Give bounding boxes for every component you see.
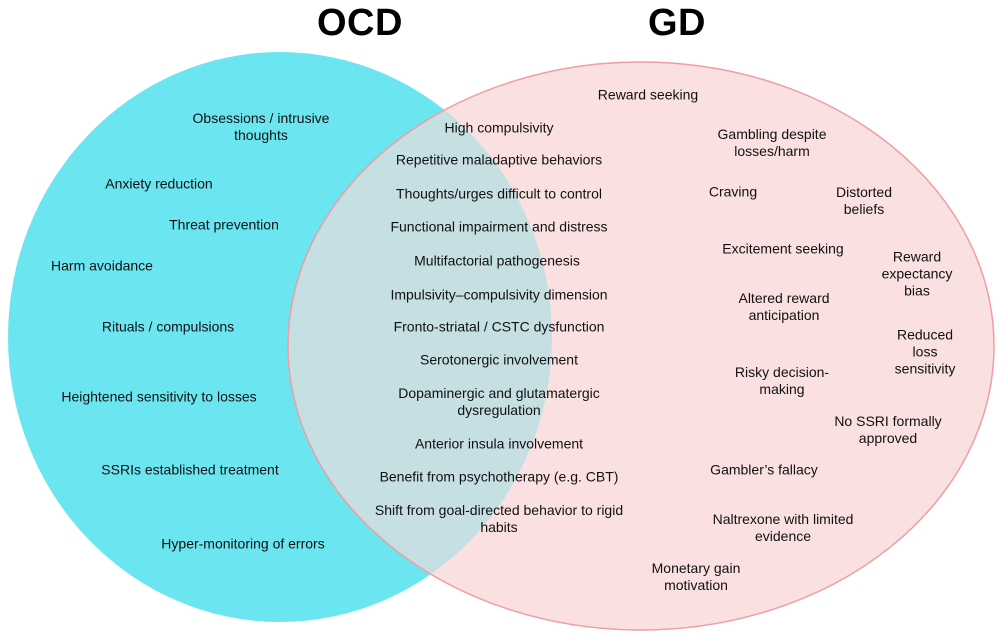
gd-label: Reduced loss sensitivity bbox=[894, 326, 956, 377]
gd-circle-outline bbox=[287, 61, 995, 631]
shared-label: Shift from goal-directed behavior to rig… bbox=[374, 502, 624, 535]
ocd-label: Threat prevention bbox=[169, 216, 279, 233]
ocd-title: OCD bbox=[317, 2, 403, 44]
shared-label: Thoughts/urges difficult to control bbox=[396, 185, 602, 202]
gd-title: GD bbox=[648, 2, 706, 44]
shared-label: High compulsivity bbox=[444, 119, 554, 136]
shared-label: Repetitive maladaptive behaviors bbox=[395, 151, 603, 168]
ocd-label: Rituals / compulsions bbox=[101, 318, 235, 335]
shared-label: Dopaminergic and glutamatergic dysregula… bbox=[398, 385, 600, 418]
shared-label: Multifactorial pathogenesis bbox=[414, 252, 580, 269]
shared-label: Anterior insula involvement bbox=[414, 435, 584, 452]
gd-label: Reward expectancy bias bbox=[881, 248, 953, 299]
gd-label: Gambling despite losses/harm bbox=[717, 126, 827, 159]
gd-label: Craving bbox=[708, 183, 758, 200]
ocd-label: Heightened sensitivity to losses bbox=[61, 388, 257, 405]
gd-label: Risky decision- making bbox=[734, 364, 830, 397]
gd-label: Distorted beliefs bbox=[835, 184, 893, 217]
gd-label: Gambler’s fallacy bbox=[710, 461, 818, 478]
gd-label: Altered reward anticipation bbox=[738, 290, 830, 323]
ocd-label: Obsessions / intrusive thoughts bbox=[192, 110, 330, 143]
shared-label: Functional impairment and distress bbox=[390, 218, 608, 235]
ocd-label: SSRIs established treatment bbox=[101, 461, 279, 478]
gd-label: Monetary gain motivation bbox=[651, 560, 741, 593]
gd-label: Reward seeking bbox=[597, 86, 699, 103]
ocd-label: Hyper-monitoring of errors bbox=[161, 535, 325, 552]
overlap-region bbox=[288, 62, 552, 622]
shared-label: Benefit from psychotherapy (e.g. CBT) bbox=[379, 468, 619, 485]
gd-label: Excitement seeking bbox=[722, 240, 844, 257]
shared-label: Serotonergic involvement bbox=[420, 351, 578, 368]
gd-label: Naltrexone with limited evidence bbox=[712, 511, 854, 544]
shared-label: Fronto-striatal / CSTC dysfunction bbox=[393, 318, 605, 335]
ocd-label: Anxiety reduction bbox=[105, 175, 213, 192]
gd-label: No SSRI formally approved bbox=[834, 413, 942, 446]
shared-label: Impulsivity–compulsivity dimension bbox=[390, 286, 608, 303]
ocd-label: Harm avoidance bbox=[51, 257, 153, 274]
